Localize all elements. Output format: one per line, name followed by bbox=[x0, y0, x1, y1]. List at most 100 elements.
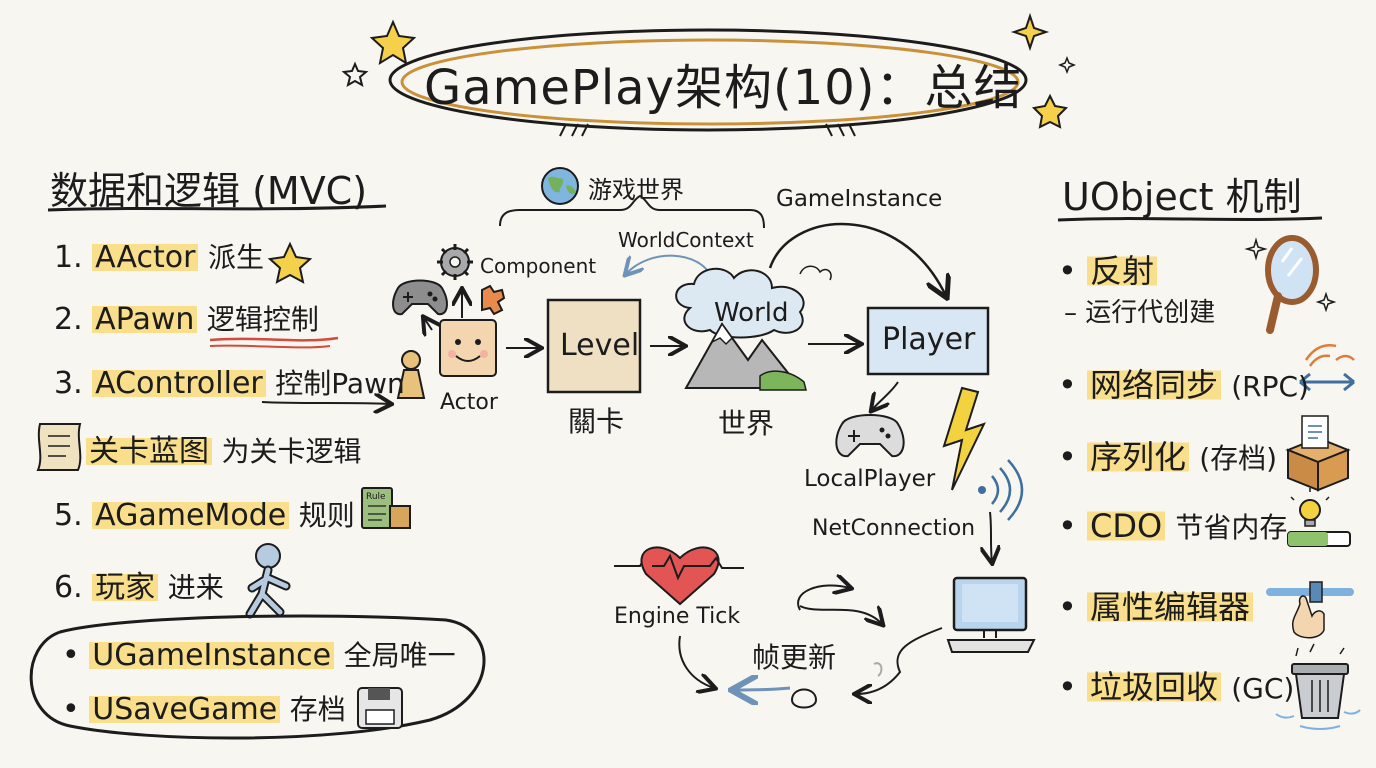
bullet-dot: • bbox=[1058, 366, 1077, 404]
right-section-heading: UObject 机制 bbox=[1062, 175, 1302, 219]
list-item: 2. APawn 逻辑控制 bbox=[54, 298, 319, 338]
item-number: 6. bbox=[54, 570, 83, 605]
player-box bbox=[866, 306, 990, 376]
list-item: • 垃圾回收 (GC) bbox=[1058, 662, 1294, 708]
world-label: World bbox=[714, 298, 789, 328]
floppy-disk-icon bbox=[357, 687, 403, 729]
local-player-label: LocalPlayer bbox=[804, 466, 936, 492]
page-title: GamePlay架构(10)：总结 bbox=[424, 60, 1023, 116]
pawn-icon bbox=[396, 350, 426, 399]
slider-hand-icon bbox=[1266, 581, 1354, 639]
net-connection-label: NetConnection bbox=[812, 516, 976, 541]
reflection-subtext: – 运行代创建 bbox=[1064, 298, 1216, 328]
red-underline bbox=[209, 336, 339, 342]
item-text: 节省内存 bbox=[1175, 511, 1288, 544]
game-instance-arrow bbox=[768, 222, 946, 296]
mirror-icon bbox=[1244, 235, 1337, 334]
list-item: 3. AController 控制Pawn bbox=[54, 362, 405, 402]
item-highlight: AActor bbox=[92, 240, 199, 275]
actor-label: Actor bbox=[440, 390, 498, 415]
world-cn-label: 世界 bbox=[718, 407, 775, 440]
bullet-dot: • bbox=[1058, 668, 1077, 706]
item-text: 存档 bbox=[289, 693, 346, 726]
bullet-dot: • bbox=[1058, 588, 1077, 626]
item-highlight: 属性编辑器 bbox=[1087, 588, 1254, 626]
list-item: • CDO 节省内存 bbox=[1058, 506, 1287, 546]
item-text: 规则 bbox=[298, 499, 355, 532]
item-highlight: 序列化 bbox=[1087, 438, 1190, 476]
frame-update-label: 帧更新 bbox=[752, 641, 837, 674]
cloud-mountain-icon bbox=[675, 268, 807, 391]
item-text: 为关卡逻辑 bbox=[221, 435, 362, 468]
actor-face-icon bbox=[439, 319, 497, 377]
puzzle-icon bbox=[481, 284, 506, 316]
level-label: Level bbox=[560, 328, 640, 363]
item-number: 3. bbox=[54, 366, 83, 401]
list-item: 关卡蓝图 为关卡逻辑 bbox=[86, 426, 362, 470]
trash-can-icon bbox=[1275, 643, 1361, 730]
title-ellipse bbox=[388, 28, 1028, 137]
bullet-loop bbox=[29, 614, 486, 740]
bullet-dot: • bbox=[1058, 252, 1077, 290]
right-heading-underline bbox=[1057, 216, 1323, 222]
item-highlight: CDO bbox=[1087, 507, 1166, 545]
item-highlight: AGameMode bbox=[92, 498, 290, 533]
scroll-icon bbox=[36, 423, 82, 471]
list-item: • 网络同步 (RPC) bbox=[1058, 360, 1309, 406]
bullet-item: • UGameInstance 全局唯一 bbox=[62, 634, 456, 674]
item-highlight: 关卡蓝图 bbox=[86, 434, 212, 469]
computer-icon bbox=[946, 576, 1036, 653]
bullet-dot: • bbox=[1058, 507, 1077, 545]
game-world-label: 游戏世界 bbox=[588, 176, 684, 204]
player-label: Player bbox=[882, 322, 976, 357]
level-box bbox=[546, 298, 642, 394]
star-icon bbox=[341, 12, 1077, 129]
item-text: 全局唯一 bbox=[343, 639, 456, 672]
item-number: 1. bbox=[54, 240, 83, 275]
item-text: (GC) bbox=[1231, 672, 1295, 705]
walking-person-icon bbox=[245, 543, 291, 619]
list-item: • 反射 bbox=[1058, 246, 1158, 292]
item-number: 5. bbox=[54, 498, 83, 533]
rule-book-label: Rule bbox=[366, 492, 386, 502]
box-document-icon bbox=[1285, 415, 1351, 492]
list-item: • 序列化 (存档) bbox=[1058, 432, 1277, 478]
tick-loop-arrows bbox=[678, 585, 943, 709]
item-text: (存档) bbox=[1199, 442, 1278, 475]
bullet-dot: • bbox=[62, 638, 80, 673]
gamepad-icon bbox=[835, 414, 905, 458]
item-highlight: USaveGame bbox=[89, 692, 281, 727]
item-text: (RPC) bbox=[1231, 370, 1309, 403]
item-text: 进来 bbox=[167, 571, 224, 604]
lightning-icon bbox=[942, 386, 986, 491]
item-highlight: UGameInstance bbox=[89, 638, 335, 673]
list-item: 1. AActor 派生 bbox=[54, 236, 264, 276]
item-highlight: 反射 bbox=[1087, 252, 1158, 290]
list-item: 6. 玩家 进来 bbox=[54, 562, 224, 606]
list-item: 5. AGameMode 规则 bbox=[54, 494, 355, 534]
globe-icon bbox=[541, 167, 579, 205]
item-highlight: APawn bbox=[92, 302, 198, 337]
left-heading-underline bbox=[47, 204, 387, 212]
bullet-dot: • bbox=[1058, 438, 1077, 476]
game-world-brace bbox=[499, 194, 765, 229]
level-cn-label: 關卡 bbox=[568, 405, 625, 438]
item-text: 控制Pawn bbox=[275, 367, 405, 400]
network-sync-icon bbox=[1299, 344, 1355, 392]
item-text: 逻辑控制 bbox=[206, 303, 319, 336]
item-number: 2. bbox=[54, 302, 83, 337]
bullet-dot: • bbox=[62, 692, 80, 727]
lightbulb-icon bbox=[1287, 488, 1351, 547]
item-text: 派生 bbox=[208, 241, 265, 274]
component-label: Component bbox=[480, 254, 597, 278]
bullet-item: • USaveGame 存档 bbox=[62, 688, 346, 728]
left-section-heading: 数据和逻辑 (MVC) bbox=[50, 169, 368, 213]
star-icon bbox=[267, 241, 313, 284]
world-context-label: WorldContext bbox=[618, 228, 754, 252]
gear-icon bbox=[437, 244, 473, 280]
list-item: • 属性编辑器 bbox=[1058, 582, 1254, 628]
arrow-icon bbox=[261, 402, 390, 404]
item-highlight: 垃圾回收 bbox=[1087, 668, 1222, 706]
rule-book-icon bbox=[361, 487, 411, 529]
